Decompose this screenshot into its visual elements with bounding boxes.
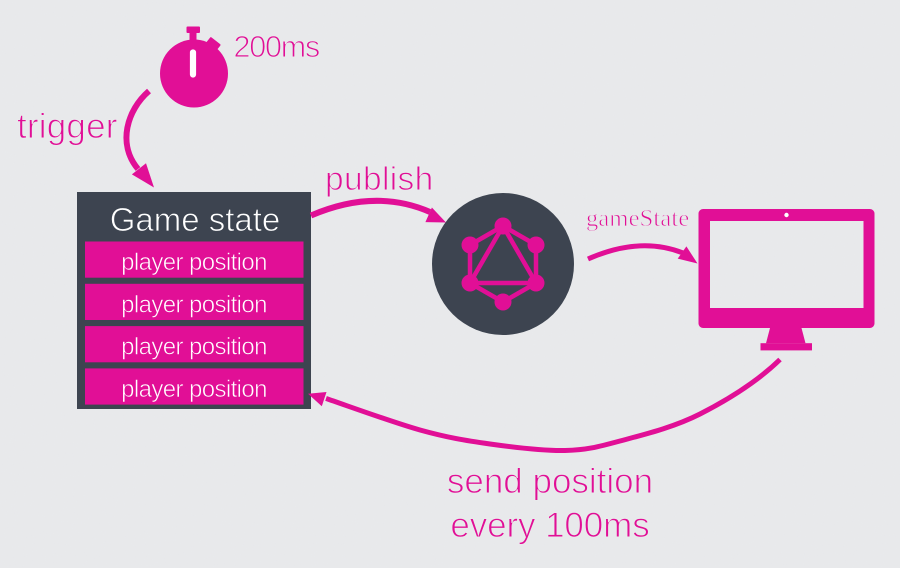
svg-text:gameState: gameState <box>586 205 689 232</box>
svg-text:every 100ms: every 100ms <box>450 506 649 545</box>
svg-text:200ms: 200ms <box>234 30 320 64</box>
svg-text:player position: player position <box>121 376 267 403</box>
svg-text:player position: player position <box>121 334 267 361</box>
svg-text:publish: publish <box>325 161 434 198</box>
svg-text:trigger: trigger <box>17 107 118 146</box>
svg-text:player position: player position <box>121 291 267 318</box>
svg-text:player position: player position <box>121 249 267 276</box>
svg-text:Game state: Game state <box>110 201 281 238</box>
svg-text:send position: send position <box>447 462 653 501</box>
